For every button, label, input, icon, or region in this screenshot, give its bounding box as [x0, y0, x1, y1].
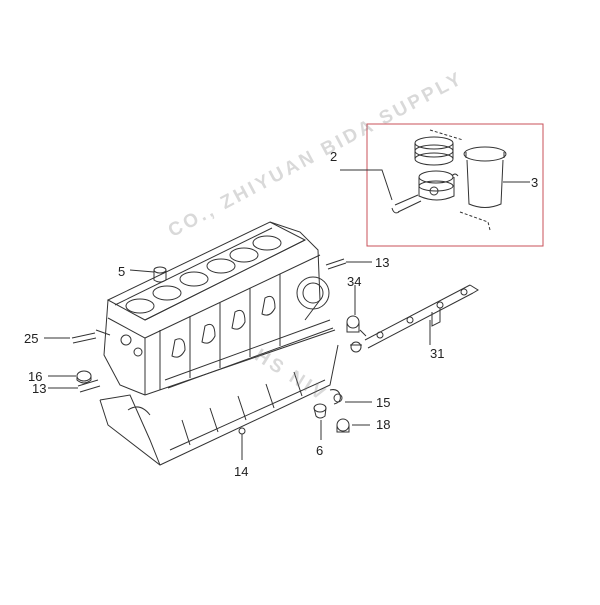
part-31-oil-rail	[364, 284, 479, 349]
callout-34: 34	[347, 274, 362, 289]
piston-rings	[414, 136, 454, 166]
part-5-plug	[153, 266, 167, 283]
callout-3: 3	[531, 175, 539, 190]
part-34-fitting	[346, 315, 360, 333]
callout-14: 14	[234, 464, 249, 479]
part-25-bolt	[71, 332, 97, 344]
callout-15: 15	[376, 395, 391, 410]
cylinder-liner	[463, 146, 507, 208]
callout-5: 5	[118, 264, 126, 279]
piston-liner-box	[366, 123, 544, 247]
part-13-pin-bottom	[77, 379, 101, 393]
callout-31: 31	[430, 346, 445, 361]
callout-6: 6	[316, 443, 324, 458]
part-16-cup-plug	[76, 370, 92, 384]
callout-18: 18	[376, 417, 391, 432]
part-6-bush	[313, 403, 327, 419]
callout-16: 16	[28, 369, 43, 384]
part-13-stud-top	[325, 258, 347, 270]
part-18-drain-bolt	[336, 418, 350, 433]
callout-2: 2	[330, 149, 338, 164]
callout-13-top: 13	[375, 255, 390, 270]
piston-pin	[394, 194, 422, 213]
piston	[418, 170, 455, 201]
cylinder-block	[99, 221, 339, 466]
callout-13-bottom: 13	[32, 381, 47, 396]
callout-25: 25	[24, 331, 39, 346]
part-15-fitting	[329, 389, 343, 405]
